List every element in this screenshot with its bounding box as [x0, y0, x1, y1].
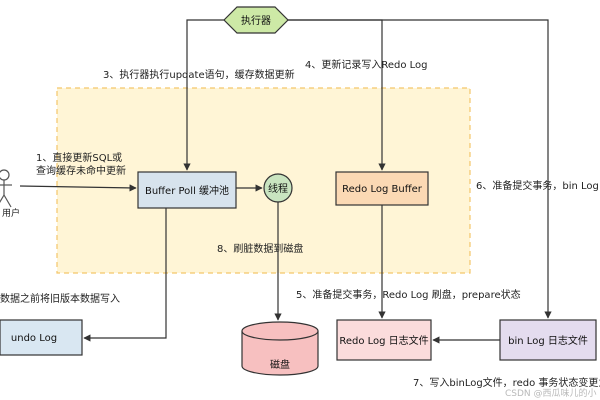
step7-label: 7、写入binLog文件，redo 事务状态变更为: [413, 376, 600, 389]
step8-label: 8、刷脏数据到磁盘: [217, 242, 303, 255]
executor-node: 执行器: [223, 6, 289, 34]
bin-log-file-node: bin Log 日志文件: [499, 319, 597, 361]
step4-label: 4、更新记录写入Redo Log: [305, 58, 428, 71]
arrow-executor-to-binlog: [288, 19, 552, 319]
undo-log-node: undo Log: [0, 319, 83, 356]
disk-label: 磁盘: [270, 358, 290, 371]
bin-log-file-label: bin Log 日志文件: [508, 334, 588, 347]
undo-log-label: undo Log: [11, 333, 57, 344]
step3-label: 3、执行器执行update语句，缓存数据更新: [103, 68, 295, 81]
redo-log-buffer-node: Redo Log Buffer: [335, 171, 429, 206]
arrow-buffer-to-undo: [83, 208, 167, 342]
user-figure: [0, 169, 12, 208]
redo-log-file-label: Redo Log 日志文件: [339, 334, 428, 347]
arrow-executor-to-buffer: [183, 19, 224, 171]
step1-line1: 1、直接更新SQL或: [36, 151, 122, 164]
thread-node: 线程: [263, 173, 293, 203]
buffer-pool-node: Buffer Poll 缓冲池: [137, 171, 237, 209]
redo-log-file-node: Redo Log 日志文件: [336, 319, 432, 361]
executor-label: 执行器: [241, 14, 271, 27]
step1-line2: 查询缓存未命中更新: [36, 164, 126, 177]
watermark: CSDN @西瓜味儿的小: [505, 387, 597, 399]
arrow-user-to-buffer: [19, 184, 137, 192]
redo-log-buffer-label: Redo Log Buffer: [342, 184, 423, 195]
step6-label: 6、准备提交事务，bin Log: [476, 179, 599, 192]
disk-node: 磁盘: [241, 321, 319, 376]
step5-label: 5、准备提交事务，Redo Log 刷盘，prepare状态: [296, 288, 521, 301]
buffer-pool-label: Buffer Poll 缓冲池: [145, 184, 229, 197]
user-label: 用户: [2, 207, 20, 219]
thread-label: 线程: [268, 182, 288, 195]
step2-label: 数据之前将旧版本数据写入: [0, 292, 120, 305]
